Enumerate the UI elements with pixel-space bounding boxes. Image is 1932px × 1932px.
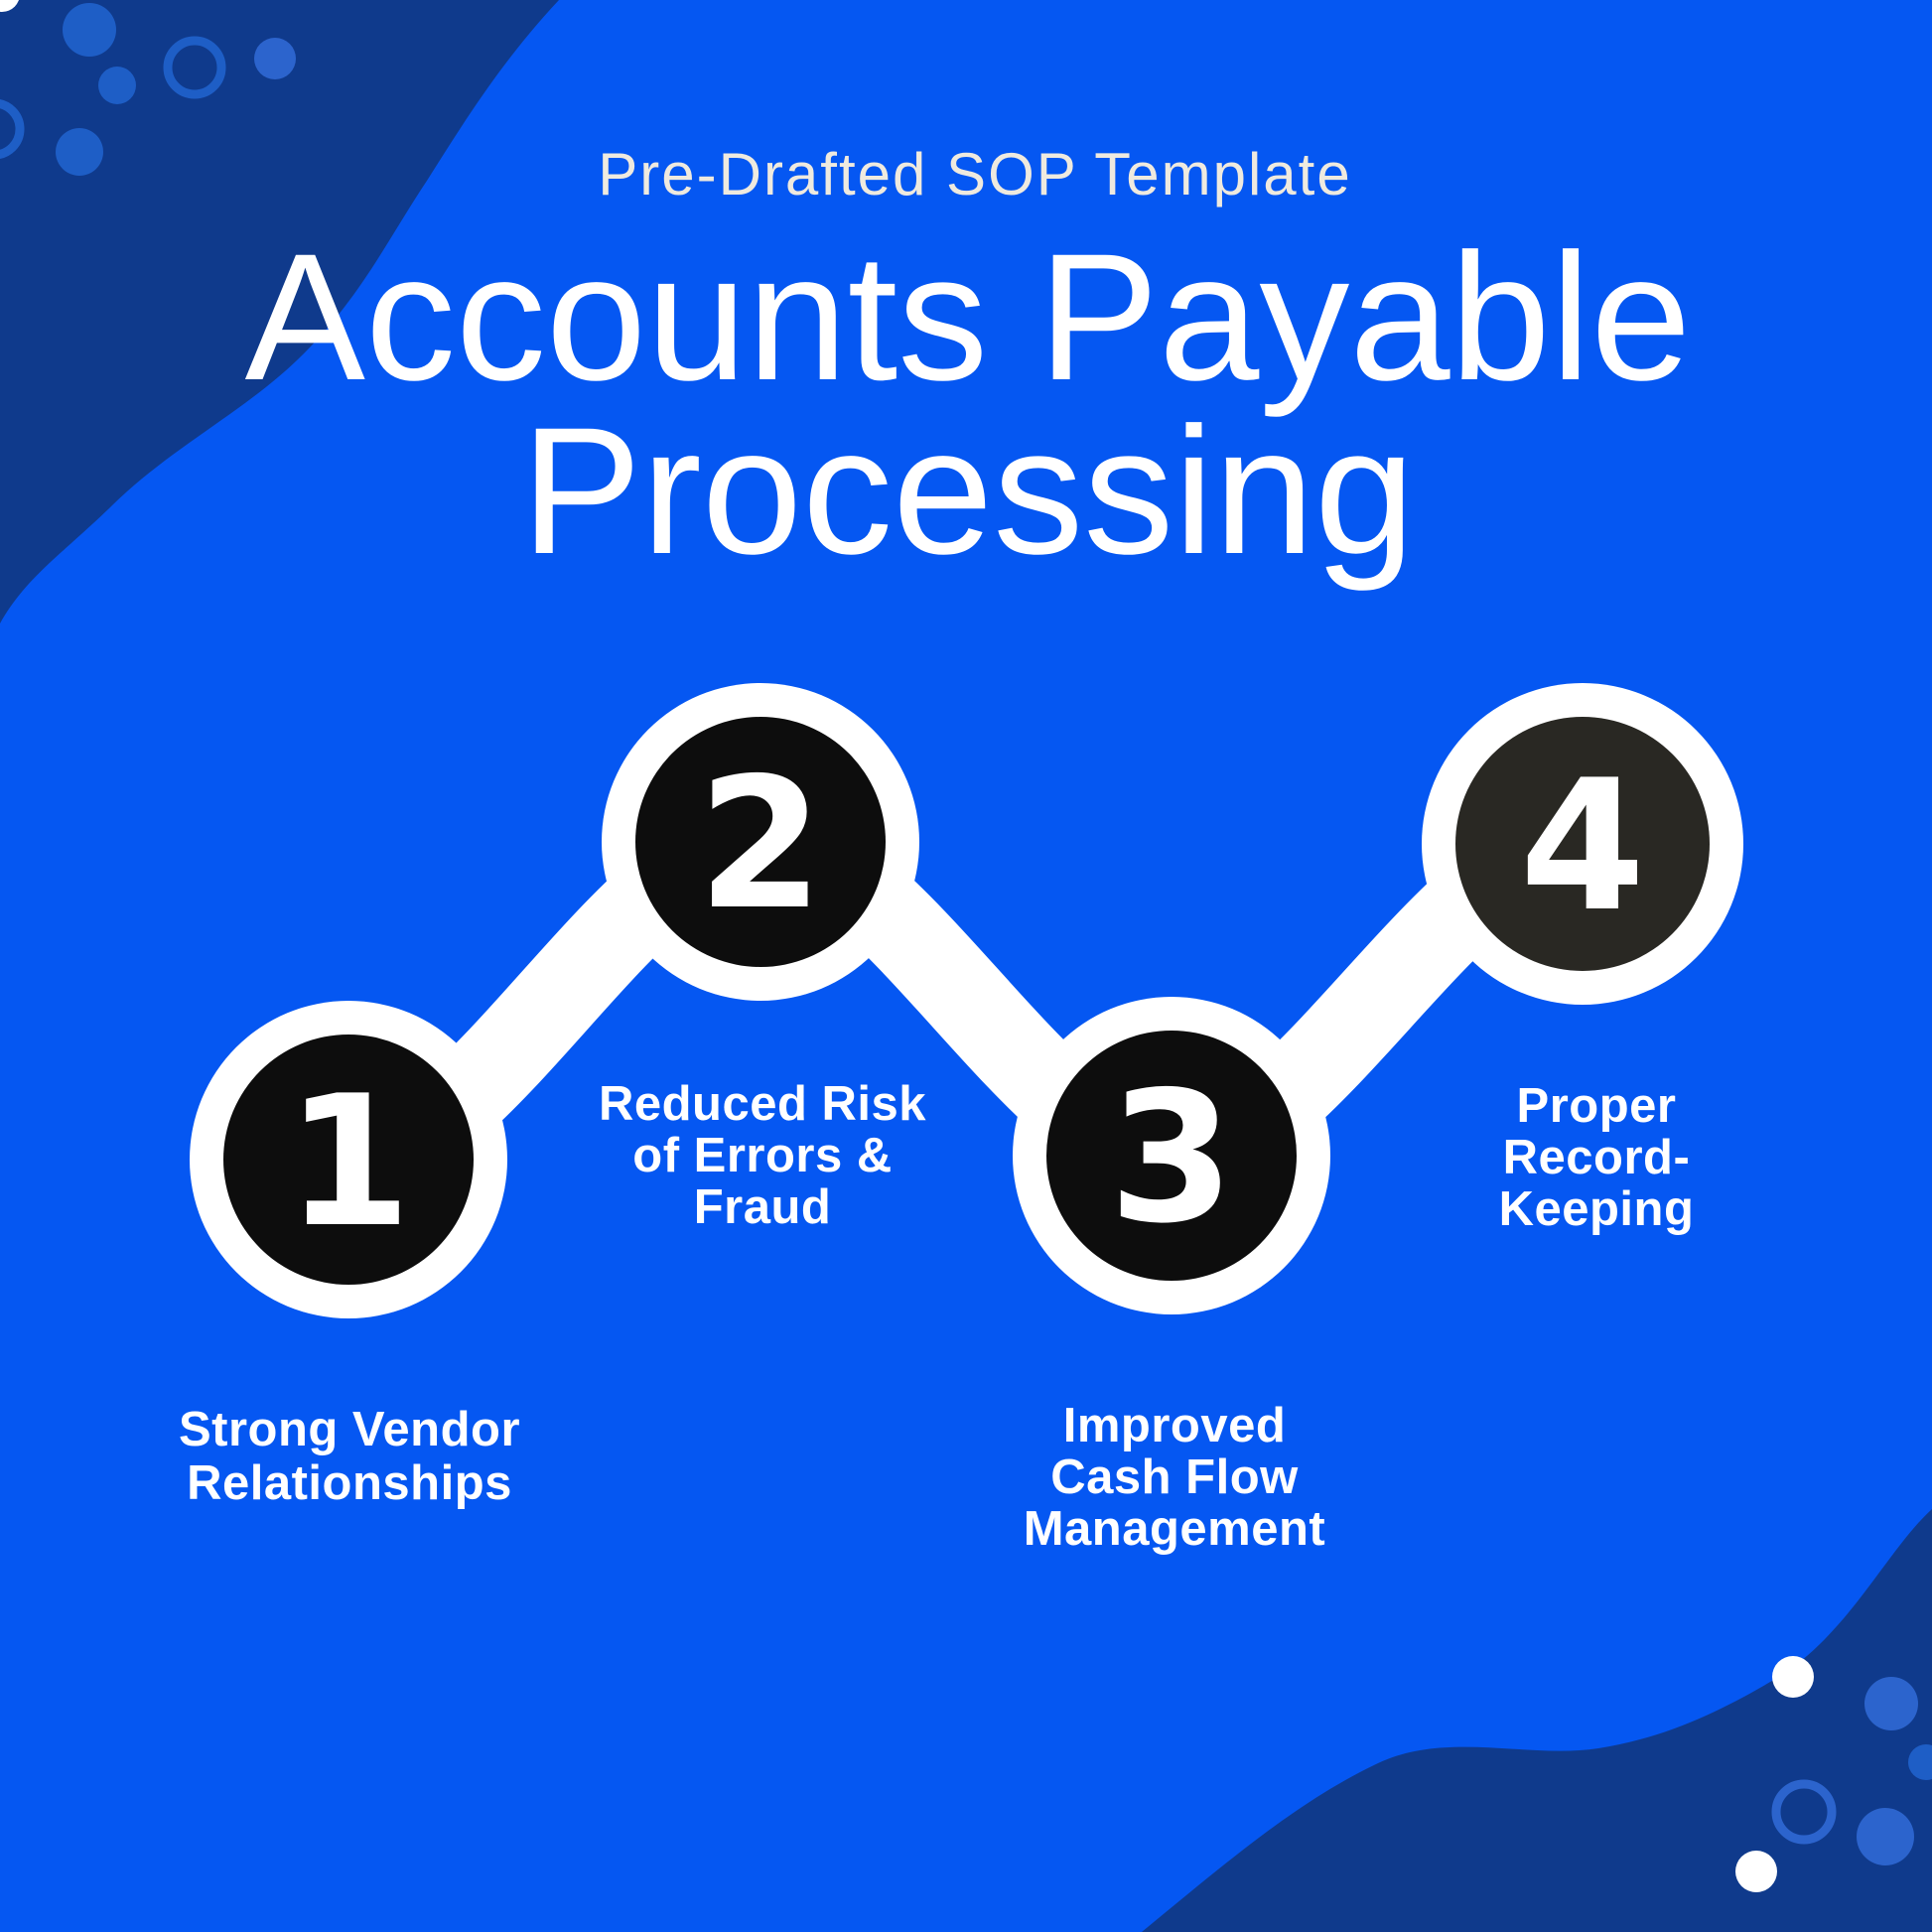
step-2-label-line: of Errors & [632,1129,892,1182]
decor-ring [0,99,25,159]
step-4-circle [1455,717,1710,971]
decor-dot [63,3,116,57]
step-2-circle [635,717,886,967]
step-3-label: Improved Cash Flow Management [1024,1399,1326,1556]
step-4-label: Proper Record- Keeping [1499,1079,1695,1236]
top-left-corner-decoration [0,0,559,623]
decor-dot-white [1772,1656,1814,1698]
step-3-label-line: Cash Flow [1050,1450,1299,1504]
page-title-line2: Processing [521,389,1415,592]
decor-dot [98,67,136,104]
decor-dot-white [0,0,19,12]
page-title-line1: Accounts Payable [245,215,1692,418]
step-3-number: 3 [1109,1052,1235,1263]
header: Pre-Drafted SOP Template Accounts Payabl… [245,141,1692,592]
decor-dot [1864,1677,1918,1730]
decor-dot-white [1735,1851,1777,1892]
step-2-label-line: Fraud [694,1180,832,1234]
decor-dot [1857,1808,1914,1865]
step-2: 2 Reduced Risk of Errors & Fraud [599,717,926,1234]
step-3-label-line: Improved [1063,1399,1287,1452]
step-4-label-line: Keeping [1499,1182,1695,1236]
step-2-label: Reduced Risk of Errors & Fraud [599,1077,926,1234]
step-2-number: 2 [698,739,824,949]
step-4-label-line: Record- [1503,1131,1691,1184]
step-1-label: Strong Vendor Relationships [179,1403,520,1510]
step-1-label-line: Relationships [187,1456,512,1510]
step-2-label-line: Reduced Risk [599,1077,926,1131]
decor-dot [1908,1744,1932,1780]
step-4: 4 Proper Record- Keeping [1455,717,1710,1236]
step-1-number: 1 [286,1056,412,1267]
decor-ring [1771,1779,1837,1845]
bottom-right-corner-decoration [1142,1509,1932,1932]
step-1: 1 Strong Vendor Relationships [179,1035,520,1510]
step-3-circle [1046,1031,1297,1281]
step-4-number: 4 [1520,741,1646,951]
bottom-right-blob [1142,1509,1932,1932]
decor-dot [254,38,296,79]
step-3: 3 Improved Cash Flow Management [1024,1031,1326,1556]
step-3-label-line: Management [1024,1502,1326,1556]
chain-band [305,797,1626,1203]
decor-ring [163,36,226,99]
step-4-label-line: Proper [1517,1079,1677,1133]
step-1-circle [223,1035,474,1285]
top-left-blob [0,0,559,623]
step-1-label-line: Strong Vendor [179,1403,520,1456]
kicker-text: Pre-Drafted SOP Template [598,141,1351,207]
decor-dot [56,128,103,176]
